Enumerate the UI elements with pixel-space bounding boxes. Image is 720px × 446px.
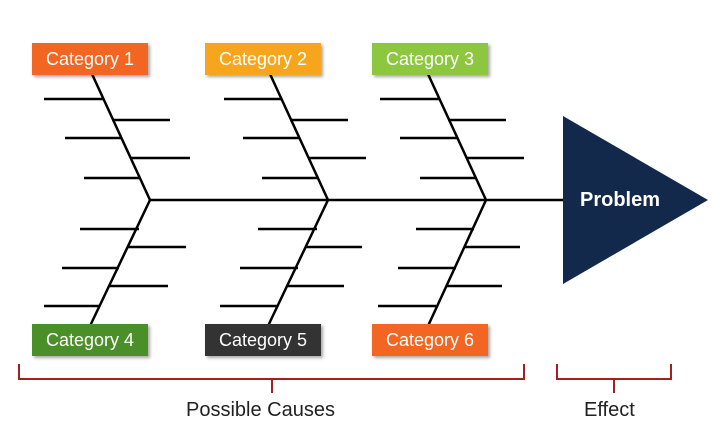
causes-bracket — [18, 364, 525, 393]
category-5-label: Category 5 — [205, 324, 321, 356]
category-1-label: Category 1 — [32, 43, 148, 75]
problem-label: Problem — [580, 189, 661, 211]
bone-category-1 — [44, 73, 190, 201]
problem-head — [563, 116, 708, 284]
category-4-label: Category 4 — [32, 324, 148, 356]
effect-bracket — [556, 364, 672, 393]
category-3-label: Category 3 — [372, 43, 488, 75]
bone-category-5 — [220, 199, 362, 327]
bone-category-3 — [380, 73, 524, 201]
effect-label: Effect — [584, 399, 635, 421]
bone-category-6 — [378, 199, 520, 327]
bone-category-4 — [44, 199, 186, 327]
category-2-label: Category 2 — [205, 43, 321, 75]
possible-causes-label: Possible Causes — [186, 399, 335, 421]
bone-category-2 — [224, 73, 366, 201]
category-6-label: Category 6 — [372, 324, 488, 356]
